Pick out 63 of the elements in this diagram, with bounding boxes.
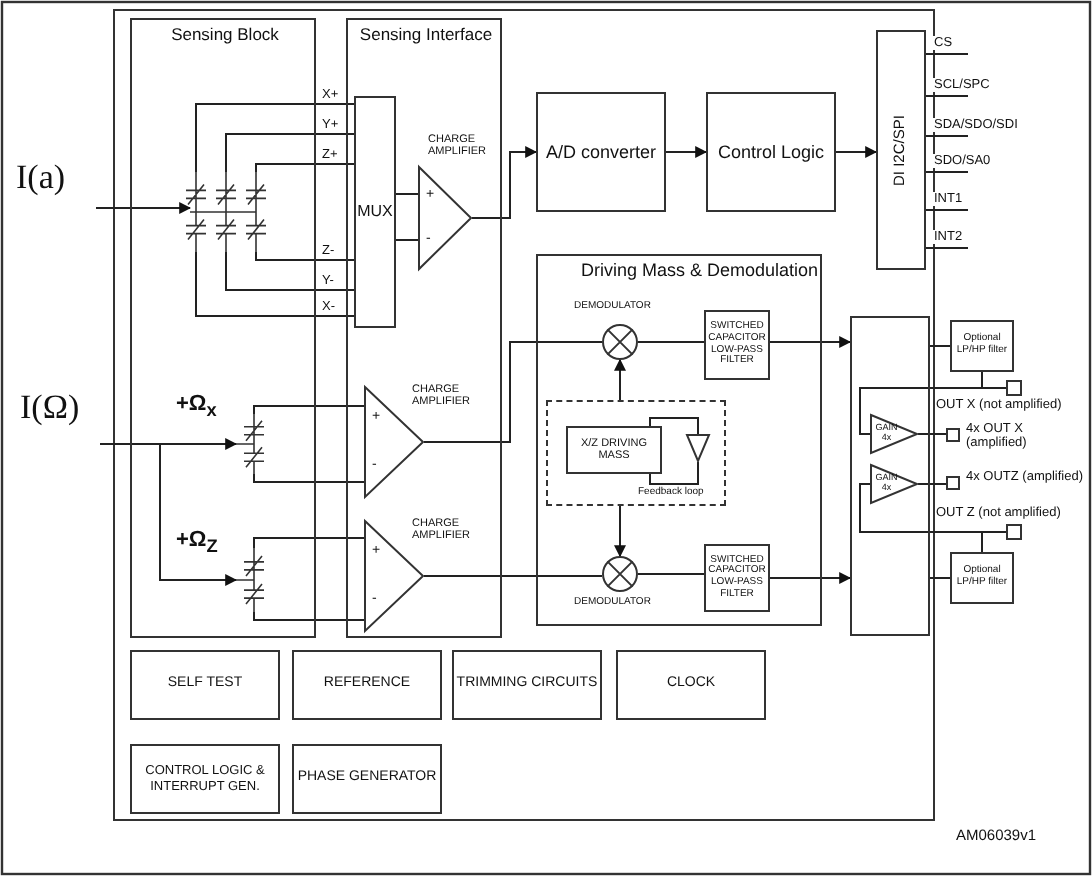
- output-pad: [946, 428, 960, 442]
- connector-line: [395, 239, 419, 241]
- block-box: Control Logic: [706, 92, 836, 212]
- arrow: [99, 443, 238, 586]
- amplifier-symbol: [418, 166, 472, 270]
- input-label: I(a): [16, 156, 96, 216]
- output-pad: [946, 476, 960, 490]
- connector-line: [423, 575, 603, 577]
- block-box: [850, 316, 930, 636]
- connector-line: [649, 461, 699, 485]
- arrow: [769, 336, 852, 348]
- connector-line: [859, 371, 983, 435]
- arrow: [614, 505, 626, 558]
- connector-line: [929, 577, 951, 579]
- connector-line: [253, 473, 365, 483]
- group-box: [536, 254, 822, 626]
- connector-line: [255, 251, 355, 261]
- block-box: MUX: [354, 96, 396, 328]
- arrow: [835, 146, 878, 158]
- arrow: [665, 146, 708, 158]
- connector-line: [225, 133, 355, 173]
- connector-line: [255, 163, 355, 173]
- connector-line: [195, 103, 355, 173]
- connector-line: [649, 417, 699, 435]
- arrow: [769, 572, 852, 584]
- connector-line: [917, 433, 947, 435]
- connector-line: [925, 209, 969, 211]
- connector-line: [395, 193, 419, 195]
- mixer-symbol: [602, 324, 638, 360]
- arrow: [95, 202, 192, 214]
- block-box: A/D converter: [536, 92, 666, 212]
- connector-line: [637, 341, 705, 343]
- output-pad: [1006, 380, 1022, 396]
- connector-line: [253, 611, 365, 621]
- group-title: Sensing Interface: [357, 26, 495, 45]
- connector-line: [637, 573, 705, 575]
- amplifier-symbol: [686, 434, 710, 462]
- connector-line: [925, 95, 969, 97]
- group-box: [346, 18, 502, 638]
- connector-line: [423, 341, 603, 443]
- connector-line: [195, 251, 355, 317]
- connector-line: [925, 53, 969, 55]
- arrow: [471, 146, 538, 219]
- arrow: [614, 358, 626, 401]
- connector-line: [925, 247, 969, 249]
- output-pad: [1006, 524, 1022, 540]
- connector-line: [929, 345, 951, 347]
- node-caption: +Ω$_{x}$: [176, 392, 219, 421]
- amplifier-symbol: [870, 414, 918, 454]
- group-title: Sensing Block: [169, 26, 281, 45]
- dashed-box: [546, 400, 726, 506]
- group-title: Driving Mass & Demodulation: [578, 262, 818, 282]
- connector-line: [225, 251, 355, 291]
- input-label: I(Ω): [20, 386, 100, 450]
- connector-line: [925, 135, 969, 137]
- mixer-symbol: [602, 556, 638, 592]
- connector-line: [253, 405, 365, 415]
- node-caption: +Ω$_{Z}$: [176, 528, 220, 557]
- connector-line: [917, 483, 947, 485]
- amplifier-symbol: [870, 464, 918, 504]
- group-box: [130, 18, 316, 638]
- connector-line: [253, 537, 365, 549]
- connector-line: [925, 171, 969, 173]
